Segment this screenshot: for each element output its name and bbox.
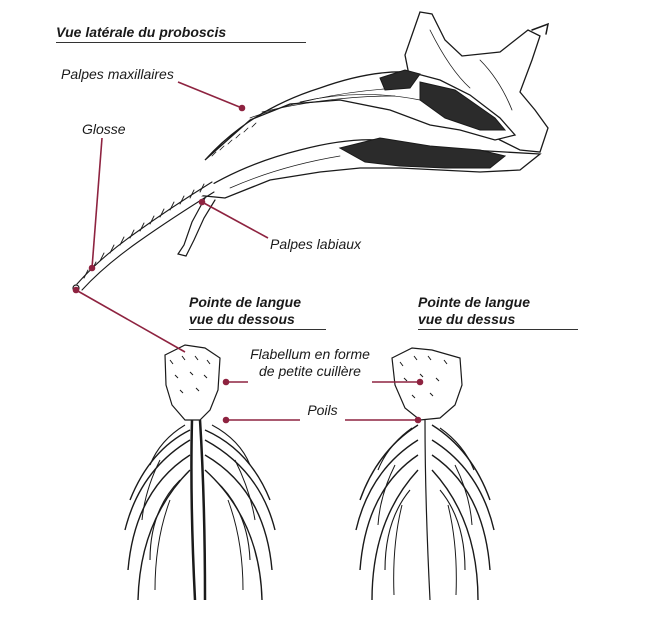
- leader-maxillary-palps: [177, 81, 243, 109]
- heading-lateral-view: Vue latérale du proboscis: [56, 24, 227, 40]
- underline-tip-above: [418, 329, 578, 330]
- proboscis-lateral-drawing: [72, 11, 550, 292]
- heading-tip-above-line1: Pointe de langue: [418, 294, 531, 310]
- labial-palp: [177, 197, 216, 257]
- leader-glossa: [91, 137, 103, 269]
- label-glossa: Glosse: [82, 121, 126, 137]
- heading-tip-above-line2: vue du dessus: [418, 311, 516, 327]
- glossa: [77, 183, 215, 289]
- heading-tip-below-line2: vue du dessous: [189, 311, 295, 327]
- heading-tip-below-line1: Pointe de langue: [189, 294, 302, 310]
- label-hairs: Poils: [307, 402, 338, 418]
- leader-glossa-to-tip: [75, 289, 186, 353]
- tongue-tip-below-drawing: [124, 344, 276, 601]
- leader-lines: [72, 81, 424, 424]
- label-flabellum-line1: Flabellum en forme: [250, 346, 370, 362]
- leader-labial-palps: [201, 201, 269, 239]
- maxilla-dark-segment: [419, 81, 507, 131]
- label-flabellum-line2: de petite cuillère: [259, 363, 361, 379]
- label-maxillary-palps: Palpes maxillaires: [61, 66, 174, 82]
- tongue-tip-above-drawing: [355, 347, 495, 601]
- label-labial-palps: Palpes labiaux: [270, 236, 362, 252]
- underline-tip-below: [189, 329, 326, 330]
- underline-lateral-view: [56, 42, 306, 43]
